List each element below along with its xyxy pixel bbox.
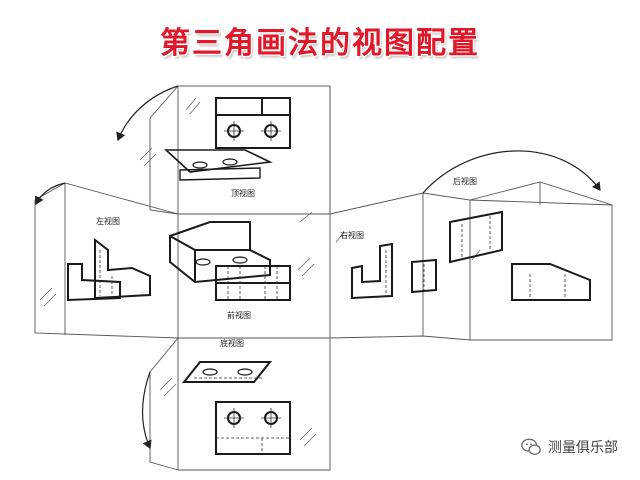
rear-view-panel: [469, 181, 613, 341]
fold-arrow-top: [116, 85, 179, 142]
label-bottom-view: 底视图: [220, 338, 244, 348]
watermark: 测量俱乐部: [520, 436, 618, 458]
isometric-part: [169, 221, 271, 284]
bottom-view-panel: [177, 337, 331, 471]
label-top-view: 顶视图: [231, 188, 255, 198]
top-view-shape: [215, 97, 291, 149]
watermark-text: 测量俱乐部: [548, 440, 618, 456]
label-rear-view: 后视图: [453, 176, 477, 186]
fold-arrow-right-top: [422, 150, 601, 194]
right-view-panel: [329, 192, 471, 341]
label-left-view: 左视图: [96, 216, 120, 226]
rear-view-shape: [449, 210, 503, 264]
right-view-shape: [351, 242, 393, 300]
fold-arrow-left: [34, 182, 66, 206]
page-title: 第三角画法的视图配置: [160, 26, 480, 61]
left-view-panel: [34, 182, 179, 339]
label-right-view: 右视图: [340, 230, 364, 240]
fold-arrow-bottom: [141, 371, 152, 450]
wechat-icon: [521, 438, 541, 455]
bottom-view-flap-shape: [181, 361, 273, 383]
bottom-view-shape: [215, 401, 291, 455]
left-view-shape: [94, 237, 151, 300]
label-front-view: 前视图: [227, 310, 251, 320]
